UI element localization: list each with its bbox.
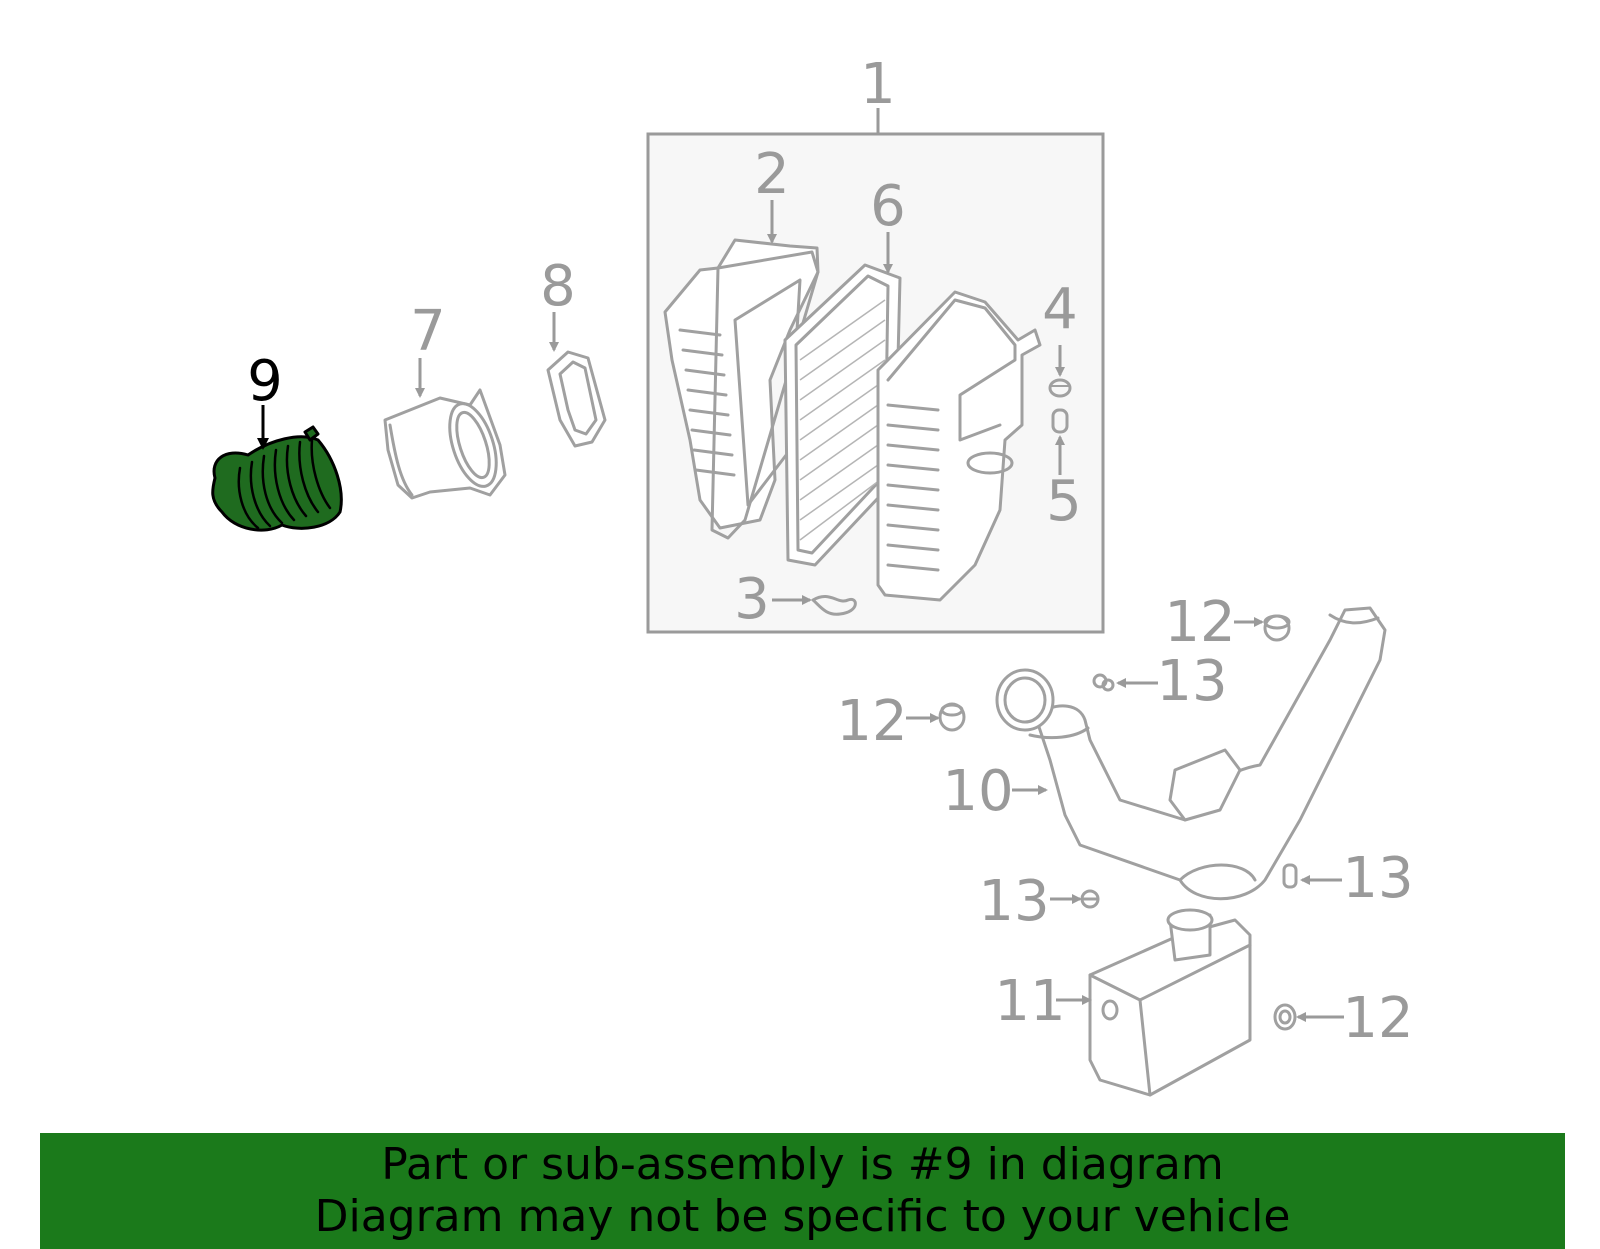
intake-hose-part-9 <box>211 425 343 532</box>
callout-13-left: 13 <box>978 869 1049 934</box>
gasket-part-8 <box>546 350 607 448</box>
banner-line-disclaimer: Diagram may not be specific to your vehi… <box>314 1191 1291 1242</box>
callout-5: 5 <box>1046 469 1082 534</box>
callout-10: 10 <box>942 759 1013 824</box>
callout-1: 1 <box>860 52 896 117</box>
info-banner: Part or sub-assembly is #9 in diagram Di… <box>40 1133 1565 1249</box>
intake-duct-part-10 <box>995 606 1387 901</box>
grommet-12-bottom <box>1273 1003 1297 1031</box>
callout-4: 4 <box>1042 277 1078 342</box>
resonator-part-11 <box>1088 908 1252 1097</box>
grommet-12-left <box>938 702 966 732</box>
callout-11: 11 <box>994 969 1065 1034</box>
bolt-13-left <box>1080 889 1100 909</box>
filter-element-part-6 <box>783 263 902 567</box>
callout-2: 2 <box>754 142 790 207</box>
clip-part-3 <box>811 594 857 616</box>
upper-housing <box>876 290 1042 602</box>
callout-8: 8 <box>540 254 576 319</box>
bolt-13-top <box>1092 673 1115 692</box>
callout-12-left: 12 <box>836 689 907 754</box>
callout-13-right: 13 <box>1342 846 1413 911</box>
grommet-12-top <box>1263 614 1291 642</box>
banner-line-part-number: Part or sub-assembly is #9 in diagram <box>381 1139 1224 1190</box>
callout-3: 3 <box>734 567 770 632</box>
grommet-part-4 <box>1048 378 1072 398</box>
insert-part-5 <box>1051 408 1069 434</box>
adapter-part-7 <box>383 388 507 500</box>
callout-12-bottom: 12 <box>1342 986 1413 1051</box>
callout-7: 7 <box>410 299 446 364</box>
callout-6: 6 <box>870 174 906 239</box>
callout-12-top: 12 <box>1164 590 1235 655</box>
bolt-13-right <box>1282 863 1298 889</box>
lower-housing-part-2 <box>663 238 820 540</box>
callout-9: 9 <box>247 349 283 414</box>
callout-13-top: 13 <box>1156 649 1227 714</box>
